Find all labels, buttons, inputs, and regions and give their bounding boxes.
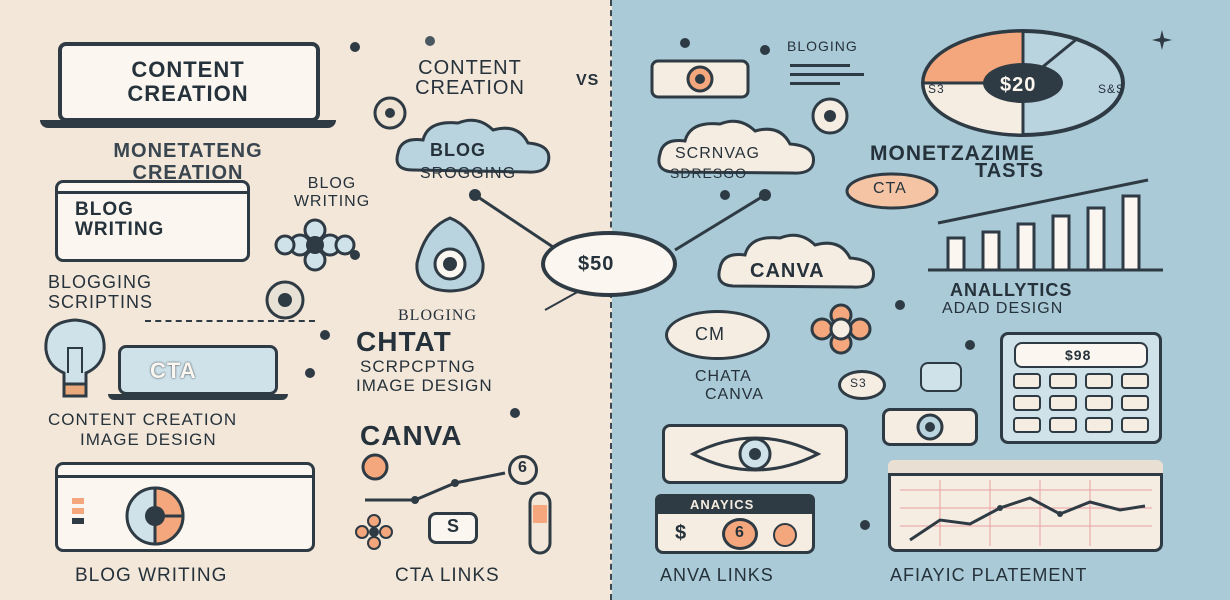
flower-icon: [274, 218, 356, 272]
avocado-icon: [415, 216, 485, 293]
orange-badge: [722, 518, 758, 550]
image-design-label: IMAGE DESIGN: [356, 376, 493, 395]
scrnvag-cloud-icon: [657, 119, 816, 175]
line-chart-icon: [900, 480, 1152, 546]
cta-flower-label: CTA: [873, 180, 907, 197]
blogging-small-label: BLOGING: [398, 307, 477, 324]
blog-cloud-icon: [395, 118, 551, 174]
vs-label: VS: [576, 72, 600, 89]
image-design-caption: IMAGE DESIGN: [80, 430, 217, 449]
decor-dot: [680, 38, 690, 48]
chata-label: CHATA: [695, 368, 752, 385]
decor-dot: [760, 45, 770, 55]
decor-dot: [510, 408, 520, 418]
cta-flower-icon: [845, 172, 939, 210]
blogging-scripting-label: BLOGGING SCRIPTINS: [48, 272, 154, 312]
canva-label: CANVA: [360, 420, 463, 451]
pie-center-label: $20: [1000, 74, 1037, 96]
canva-small-label: CANVA: [705, 386, 764, 403]
browser-sidebar-icons: [72, 494, 92, 530]
canva-cloud-label: CANVA: [750, 260, 825, 282]
number-badge: [508, 455, 538, 485]
chtat-label: CHTAT: [356, 326, 452, 357]
decor-dot: [350, 42, 360, 52]
afiaic-label: AFIAYIC PLATEMENT: [890, 565, 1088, 585]
target-icon: [916, 413, 944, 441]
decor-dot: [350, 250, 360, 260]
blog-cloud-title: BLOG: [430, 140, 486, 160]
pie-donut-icon: [921, 29, 1125, 137]
decor-dot: [965, 340, 975, 350]
blog-writing-bottom: BLOG WRITING: [75, 565, 228, 586]
decor-dot: [305, 368, 315, 378]
subtitle: MONETATENG CREATION: [113, 140, 263, 184]
decor-dot: [425, 36, 435, 46]
small-badge-label: S3: [850, 376, 867, 390]
number-badge-label: 6: [518, 459, 528, 476]
small-badge: [838, 370, 886, 400]
calculator-keys: [1013, 373, 1149, 433]
bloging-label: BLOGING: [787, 38, 858, 54]
scrnvag-sub: SDRESGO: [670, 165, 748, 181]
center-divider: [610, 0, 612, 600]
sparkle-icon: [1152, 30, 1172, 50]
monetize-line2: TASTS: [975, 160, 1045, 182]
blog-cloud-sub: SROGGING: [420, 165, 517, 182]
calculator-display: [1014, 342, 1148, 368]
dollar-box-label: S: [447, 516, 461, 536]
blog-card-titlebar: [55, 180, 250, 194]
orange-flower-icon: [810, 303, 872, 355]
small-flower-icon: [355, 514, 393, 550]
canva-cloud-icon: [717, 233, 876, 289]
blog-lines: [790, 58, 870, 92]
target-circle-icon: [811, 97, 849, 135]
calculator-display-label: $98: [1065, 347, 1092, 363]
gear-icon: [265, 280, 305, 320]
hub-label: $50: [578, 253, 615, 275]
camera-icon: [650, 59, 750, 99]
compass-icon: [373, 96, 407, 130]
pie-right-label: S&S: [1098, 82, 1126, 96]
dollar-box: [428, 512, 478, 544]
decor-dot: [895, 300, 905, 310]
decor-dot: [860, 520, 870, 530]
laptop-label: CONTENT CREATION: [127, 57, 249, 106]
decor-dot: [720, 190, 730, 200]
cm-badge-label: CM: [695, 324, 725, 344]
dollar-sign-label: $: [675, 522, 688, 544]
bar-chart-icon: [928, 178, 1163, 272]
decor-dot: [320, 330, 330, 340]
blog-writing-card-label: BLOG WRITING: [75, 199, 165, 240]
hub-connectors: [469, 189, 771, 311]
scrpcting-label: SCRPCPTNG: [360, 357, 476, 376]
browser-titlebar: [55, 462, 315, 478]
adad-design-label: ADAD DESIGN: [942, 300, 1064, 317]
analytics-banner-label: ANAYICS: [690, 497, 755, 512]
cm-badge: [665, 310, 770, 360]
cta-links-bottom: CTA LINKS: [395, 565, 500, 586]
line-chart-titlebar: [888, 460, 1163, 476]
small-screen-icon: [920, 362, 962, 392]
orange-badge-label: 6: [735, 524, 745, 541]
anva-links-label: ANVA LINKS: [660, 565, 774, 585]
analytics-banner-header: [655, 494, 815, 514]
hub-circle: [541, 231, 677, 297]
content-creation-caption: CONTENT CREATION: [48, 410, 238, 429]
monetize-line1: MONETZAZIME: [870, 142, 1035, 165]
pie-left-label: S3: [928, 82, 945, 96]
analytics-label: ANALLYTICS: [950, 280, 1073, 300]
blog-writing-caption: BLOG WRITING: [293, 175, 371, 210]
eye-icon: [689, 436, 822, 472]
cta-screen-label: CTA: [150, 358, 197, 383]
dashed-line: [145, 320, 315, 322]
trend-line-icon: [361, 453, 552, 555]
small-orange-icon: [773, 523, 797, 547]
lightbulb-icon: [44, 318, 106, 398]
header-caption: CONTENT CREATION: [415, 57, 525, 99]
pie-chart-icon: [125, 486, 185, 546]
scrnvag-title: SCRNVAG: [675, 145, 760, 162]
